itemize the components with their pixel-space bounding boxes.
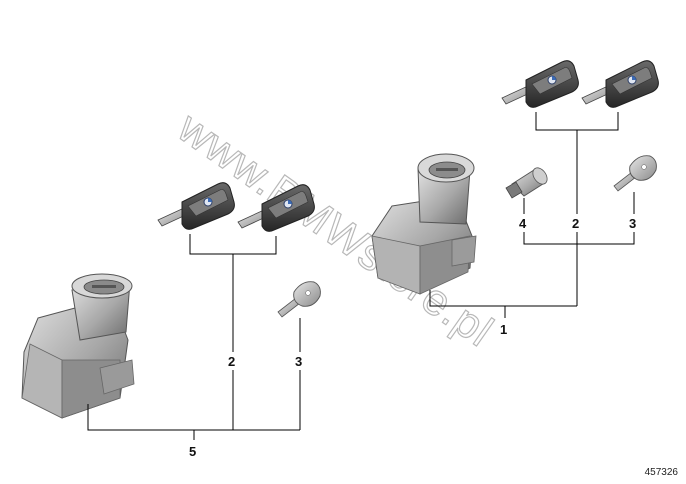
callout-right-blade-key: 3 — [629, 216, 636, 231]
callout-right-group: 1 — [500, 322, 507, 337]
callout-right-remote-key: 2 — [572, 216, 579, 231]
ignition-lock-left — [21, 273, 135, 419]
callout-left-blade-key: 3 — [295, 354, 302, 369]
callout-left-remote-key: 2 — [228, 354, 235, 369]
blade-key-left — [277, 281, 321, 318]
remote-key-right-2 — [581, 60, 659, 108]
blade-key-right — [613, 155, 657, 192]
lock-cylinder-right — [505, 167, 548, 199]
remote-key-left-1 — [157, 182, 235, 230]
leader-lines-right — [429, 112, 635, 318]
remote-key-right-1 — [501, 60, 579, 108]
diagram-number: 457326 — [644, 467, 678, 478]
leader-lines-left — [87, 234, 301, 440]
callout-left-group: 5 — [189, 444, 196, 459]
callout-right-cylinder: 4 — [519, 216, 527, 231]
ignition-lock-right — [371, 153, 477, 295]
